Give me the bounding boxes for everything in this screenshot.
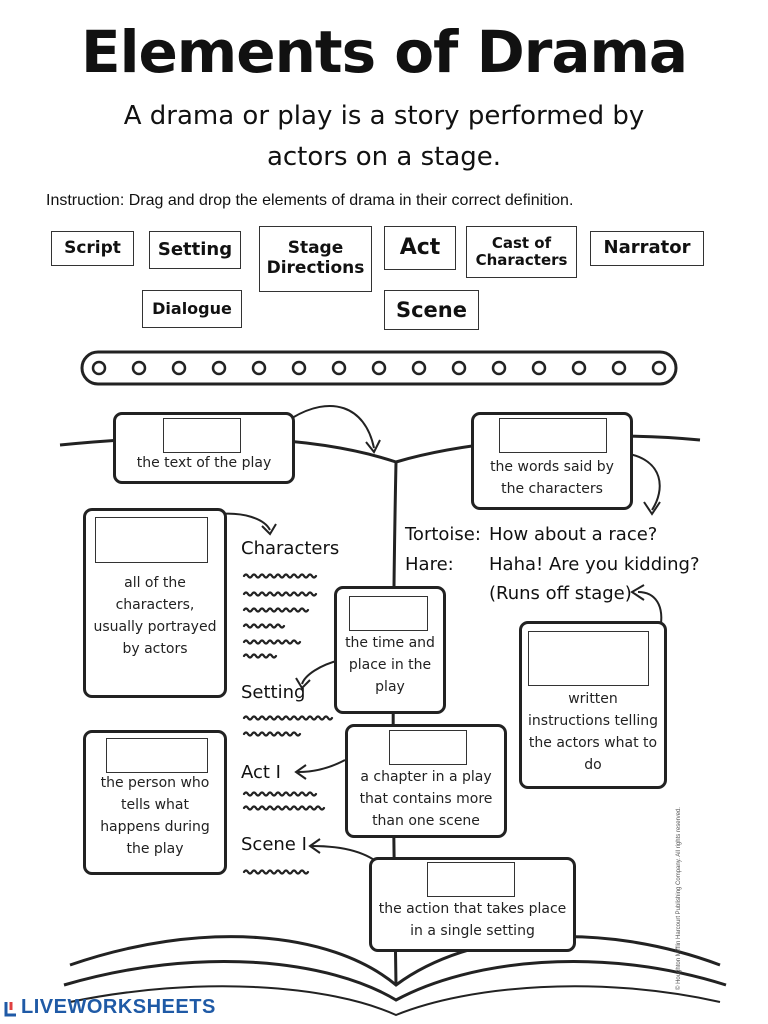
ring-hole	[571, 360, 587, 376]
ring-hole	[531, 360, 547, 376]
ring-hole	[651, 360, 667, 376]
arrow-act-head	[294, 764, 307, 780]
definition-script: the text of the play	[136, 455, 272, 471]
book-middle	[63, 959, 727, 1002]
arrow-cast-head	[261, 523, 277, 536]
footer-logo: LIVEWORKSHEETS	[4, 996, 216, 1019]
scribble-line	[242, 607, 310, 613]
drop-zone-setting[interactable]	[349, 596, 428, 631]
page-subtitle: A drama or play is a story performed by …	[123, 101, 645, 172]
sample-hare-line: Haha! Are you kidding?	[489, 554, 700, 575]
definition-dialogue: the words said by the characters	[490, 459, 614, 497]
sample-setting-heading: Setting	[241, 682, 306, 703]
copyright-text: © Houghton Mifflin Harcourt Publishing C…	[676, 807, 682, 990]
ring-hole	[331, 360, 347, 376]
ring-hole	[211, 360, 227, 376]
arrow-dialogue	[624, 452, 661, 511]
arrow-stage-head	[630, 584, 645, 601]
scribble-line	[242, 591, 318, 597]
scribble-line	[242, 653, 278, 659]
drop-zone-act[interactable]	[389, 730, 467, 765]
footer-logo-text: LIVEWORKSHEETS	[21, 996, 216, 1018]
book-top	[69, 935, 721, 987]
ring-hole	[131, 360, 147, 376]
chip-narrator[interactable]: Narrator	[590, 231, 704, 266]
ring-hole	[491, 360, 507, 376]
page-title: Elements of Drama	[80, 18, 688, 86]
sample-act-heading: Act I	[241, 762, 281, 783]
arrow-script-head	[365, 439, 381, 454]
drop-zone-scene[interactable]	[427, 862, 515, 897]
scribble-line	[242, 731, 302, 737]
definition-scene: the action that takes place in a single …	[378, 901, 567, 939]
scribble-line	[242, 639, 302, 645]
drop-zone-dialogue[interactable]	[499, 418, 607, 453]
scribble-line	[242, 623, 286, 629]
ring-hole	[411, 360, 427, 376]
scribble-line	[242, 791, 318, 797]
sample-characters-heading: Characters	[241, 538, 340, 559]
definition-setting: the time and place in the play	[345, 635, 435, 695]
instruction-text: Instruction: Drag and drop the elements …	[46, 192, 574, 209]
definition-cast: all of the characters, usually portrayed…	[93, 575, 217, 657]
definition-act: a chapter in a play that contains more t…	[359, 769, 493, 829]
ring-hole	[91, 360, 107, 376]
arrow-script	[291, 405, 375, 449]
sample-scene-heading: Scene I	[241, 834, 307, 855]
definition-stage-directions: written instructions telling the actors …	[528, 691, 658, 773]
chip-setting[interactable]: Setting	[149, 231, 241, 269]
scribble-line	[242, 573, 318, 579]
chip-cast-of-characters[interactable]: Cast of Characters	[466, 226, 577, 278]
arrow-setting-head	[295, 677, 311, 690]
definition-narrator: the person who tells what happens during…	[100, 775, 210, 857]
drop-zone-stage-directions[interactable]	[528, 631, 649, 686]
ring-hole	[611, 360, 627, 376]
sample-hare: Hare:	[405, 554, 454, 575]
sample-hare-direction: (Runs off stage)	[489, 583, 632, 604]
book-bottom	[69, 985, 721, 1017]
scribble-line	[242, 715, 334, 721]
chip-dialogue[interactable]: Dialogue	[142, 290, 242, 328]
ring-hole	[251, 360, 267, 376]
sample-tortoise: Tortoise:	[405, 524, 481, 545]
chip-act[interactable]: Act	[384, 226, 456, 270]
sample-tortoise-line: How about a race?	[489, 524, 658, 545]
ring-hole	[171, 360, 187, 376]
ring-hole	[451, 360, 467, 376]
liveworksheets-icon	[4, 1000, 18, 1016]
scribble-line	[242, 805, 326, 811]
drop-zone-narrator[interactable]	[106, 738, 208, 773]
scribble-line	[242, 869, 310, 875]
ring-hole	[291, 360, 307, 376]
chip-script[interactable]: Script	[51, 231, 134, 266]
drop-zone-cast[interactable]	[95, 517, 208, 563]
arrow-act	[297, 759, 346, 773]
chip-scene[interactable]: Scene	[384, 290, 479, 330]
ring-hole	[371, 360, 387, 376]
arrow-scene-head	[308, 838, 321, 854]
arrow-dialogue-head	[643, 501, 661, 516]
chip-stage-directions[interactable]: Stage Directions	[259, 226, 372, 292]
drop-zone-script[interactable]	[163, 418, 241, 453]
